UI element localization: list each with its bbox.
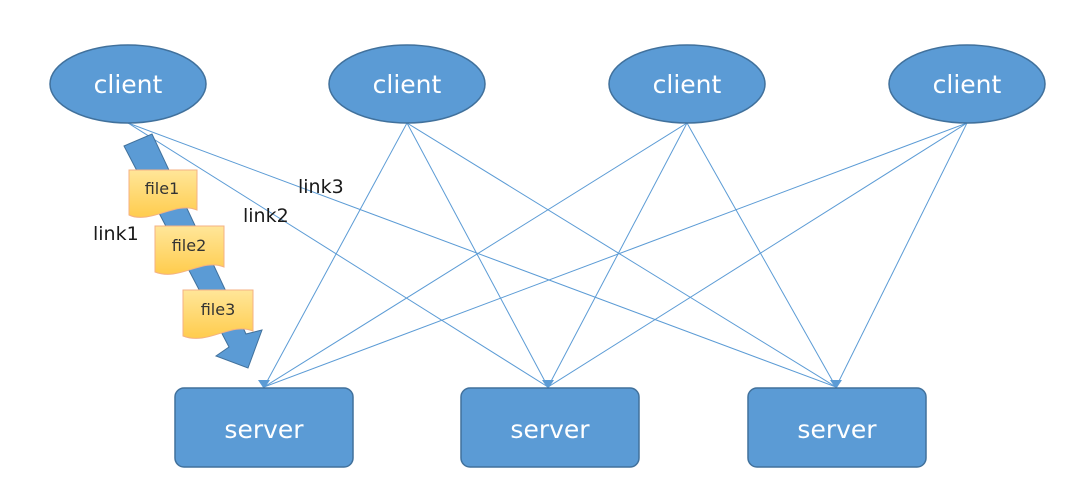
edge-c3-s3 [686,122,837,388]
arrowhead-icon [830,380,842,389]
file-documents: file1 file2 file3 [128,169,254,339]
file-label: file1 [145,179,180,198]
edge-c3-s1 [263,122,688,388]
server-node[interactable]: server [460,387,640,468]
file-document: file1 [128,169,198,218]
server-label: server [510,415,590,444]
edge-c3-s2 [547,122,688,388]
link3-label: link3 [298,176,344,198]
server-node[interactable]: server [174,387,354,468]
link1-label: link1 [93,223,139,245]
server-node[interactable]: server [747,387,927,468]
edge-c4-s2 [547,122,968,388]
file-label: file3 [201,300,236,319]
edge-c1-s2 [127,122,549,388]
edge-c4-s1 [263,122,968,388]
client-node[interactable]: client [49,44,207,124]
server-label: server [797,415,877,444]
arrowhead-icon [258,380,270,389]
arrowhead-icon [542,380,554,389]
connection-lines [127,122,968,388]
client-node[interactable]: client [328,44,486,124]
edge-c4-s3 [835,122,968,388]
server-nodes: server server server [174,387,927,468]
client-node[interactable]: client [888,44,1046,124]
client-label: client [933,70,1002,99]
arrowheads [258,380,842,389]
edge-c2-s2 [406,122,549,388]
edge-c1-s3 [127,122,837,388]
client-label: client [94,70,163,99]
client-node[interactable]: client [608,44,766,124]
client-label: client [373,70,442,99]
server-label: server [224,415,304,444]
link2-label: link2 [243,205,289,227]
edge-c2-s3 [406,122,837,388]
client-label: client [653,70,722,99]
file-document: file3 [182,289,254,339]
file-document: file2 [154,225,225,275]
file-label: file2 [172,236,207,255]
client-nodes: client client client client [49,44,1046,124]
edge-c2-s1 [263,122,408,388]
